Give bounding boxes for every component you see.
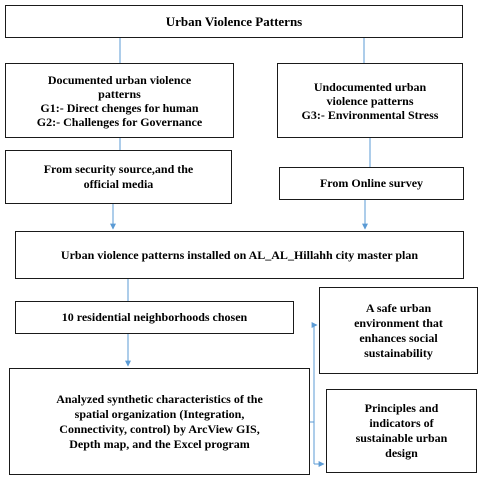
principles-line3: sustainable urban <box>355 431 448 445</box>
title-text: Urban Violence Patterns <box>165 14 303 29</box>
neighborhoods-text: 10 residential neighborhoods chosen <box>61 310 248 324</box>
security-line1: From security source,and the <box>43 162 194 176</box>
safe-line4: sustainability <box>364 345 433 360</box>
undocumented-g3: G3:- Environmental Stress <box>301 107 439 122</box>
documented-patterns-box: Documented urban violence patterns G1:- … <box>5 63 234 138</box>
documented-g2: G2:- Challenges for Governance <box>36 114 203 129</box>
principles-line4: design <box>385 446 418 460</box>
online-survey-text: From Online survey <box>319 176 424 190</box>
safe-line2: environment that <box>354 315 443 330</box>
online-survey-box: From Online survey <box>279 167 464 200</box>
analysis-line1: Analyzed synthetic characteristics of th… <box>56 391 263 406</box>
undocumented-line2: violence patterns <box>326 93 414 108</box>
security-line2: official media <box>83 177 154 191</box>
undocumented-line1: Undocumented urban <box>313 79 427 94</box>
analysis-line2: spatial organization (Integration, <box>74 406 245 421</box>
safe-line3: enhances social <box>359 330 438 345</box>
documented-g1: G1:- Direct chenges for human <box>40 100 199 115</box>
analysis-line4: Depth map, and the Excel program <box>69 436 250 451</box>
principles-line1: Principles and <box>364 401 439 415</box>
safe-environment-box: A safe urban environment that enhances s… <box>319 287 478 374</box>
safe-line1: A safe urban <box>365 300 432 315</box>
undocumented-patterns-box: Undocumented urban violence patterns G3:… <box>277 63 463 138</box>
principles-box: Principles and indicators of sustainable… <box>326 389 477 473</box>
documented-line2: patterns <box>98 86 141 101</box>
neighborhoods-box: 10 residential neighborhoods chosen <box>15 301 294 334</box>
principles-line2: indicators of <box>369 416 434 430</box>
title-box: Urban Violence Patterns <box>5 5 463 38</box>
analysis-line3: Connectivity, control) by ArcView GIS, <box>59 421 260 436</box>
master-plan-text: Urban violence patterns installed on AL_… <box>60 247 419 262</box>
analysis-box: Analyzed synthetic characteristics of th… <box>9 368 310 475</box>
security-source-box: From security source,and the official me… <box>5 150 232 204</box>
master-plan-box: Urban violence patterns installed on AL_… <box>15 231 464 279</box>
documented-line1: Documented urban violence <box>47 72 192 87</box>
